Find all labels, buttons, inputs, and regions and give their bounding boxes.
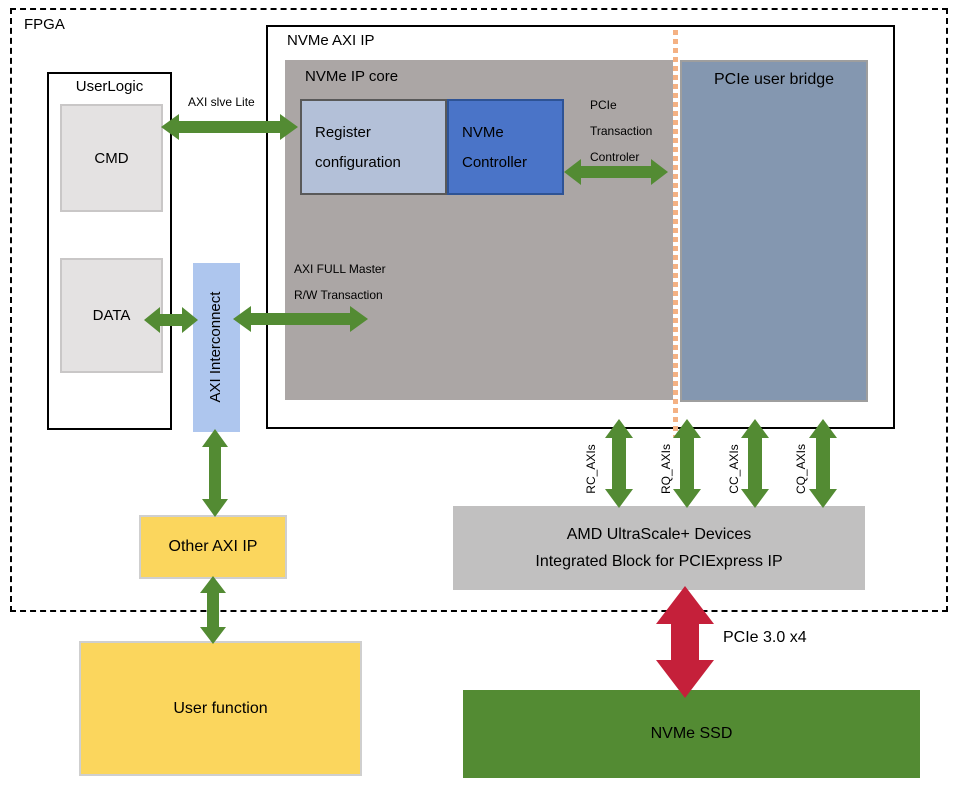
cmd-label: CMD — [94, 149, 129, 167]
register-configuration-line2: configuration — [315, 153, 401, 171]
rq-axis-arrow — [673, 419, 701, 508]
axi-interconnect-label: AXI Interconnect — [207, 291, 224, 403]
cq-axis-label: CQ_AXIs — [794, 444, 808, 495]
pcie-transaction-label-line2: Transaction — [590, 124, 653, 138]
data-label: DATA — [92, 307, 131, 324]
pcie-transaction-label-line3: Controler — [590, 150, 640, 164]
pcie-30-x4-arrow — [656, 586, 714, 698]
rc-axis-arrow — [605, 419, 633, 508]
interconnect-other-axi-arrow — [202, 429, 228, 517]
data-interconnect-arrow — [144, 307, 198, 333]
axi-full-master-label: AXI FULL Master — [294, 262, 386, 276]
nvme-controller-block: NVMe Controller — [447, 99, 564, 195]
nvme-ip-core-title: NVMe IP core — [305, 68, 399, 85]
core-bridge-divider-dotted-line — [673, 30, 678, 437]
axi-slve-lite-label: AXI slve Lite — [188, 95, 255, 109]
other-axi-ip-label: Other AXI IP — [168, 538, 258, 555]
pcie-user-bridge-title: PCIe user bridge — [713, 71, 835, 88]
cq-axis-arrow — [809, 419, 837, 508]
nvme-axi-ip-title: NVMe AXI IP — [287, 32, 375, 49]
amd-pcie-block-line2: Integrated Block for PCIExpress IP — [535, 552, 783, 570]
nvme-controller-line1: NVMe — [462, 123, 504, 141]
rw-transaction-label: R/W Transaction — [294, 288, 383, 302]
user-function-block: User function — [79, 641, 362, 776]
rq-axis-label: RQ_AXIs — [659, 444, 673, 495]
pcie-transaction-arrow — [564, 159, 668, 185]
pcie-transaction-label-line1: PCIe — [590, 98, 617, 112]
axi-interconnect-box — [193, 263, 240, 432]
pcie-user-bridge-box — [680, 60, 868, 402]
amd-pcie-block-line1: AMD UltraScale+ Devices — [566, 525, 752, 543]
fpga-label: FPGA — [24, 16, 65, 33]
other-axi-user-function-arrow — [200, 576, 226, 644]
rc-axis-label: RC_AXIs — [584, 444, 598, 494]
data-block: DATA — [60, 258, 163, 373]
other-axi-ip-block: Other AXI IP — [139, 515, 287, 579]
userlogic-title: UserLogic — [75, 78, 144, 95]
fpga-boundary — [10, 8, 948, 612]
nvme-controller-line2: Controller — [462, 153, 528, 171]
pcie-30-x4-label: PCIe 3.0 x4 — [723, 629, 807, 646]
amd-pcie-integrated-block: AMD UltraScale+ Devices Integrated Block… — [453, 506, 865, 590]
cc-axis-label: CC_AXIs — [727, 444, 741, 494]
axi-full-master-arrow — [233, 306, 368, 332]
nvme-ssd-label: NVMe SSD — [650, 725, 733, 742]
register-configuration-line1: Register — [315, 123, 371, 141]
cmd-block: CMD — [60, 104, 163, 212]
user-function-label: User function — [173, 699, 268, 717]
nvme-ssd-block: NVMe SSD — [463, 690, 920, 778]
axi-slve-lite-arrow — [161, 114, 298, 140]
register-configuration-block: Register configuration — [300, 99, 447, 195]
cc-axis-arrow — [741, 419, 769, 508]
